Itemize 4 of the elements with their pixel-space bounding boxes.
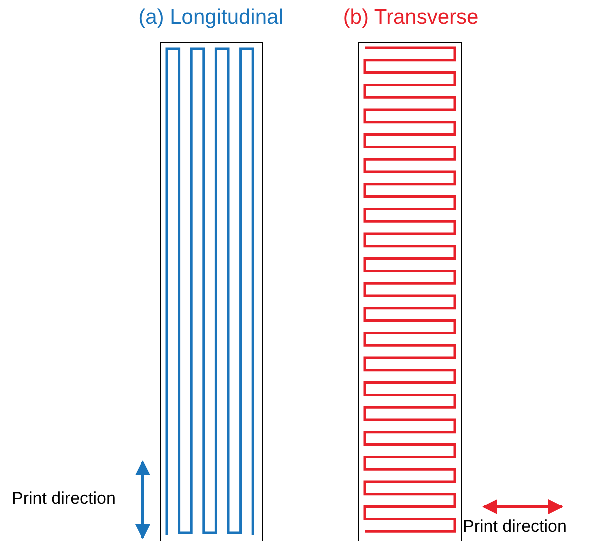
panel-heading: (b) Transverse (342, 6, 480, 30)
direction-label: Print direction (463, 517, 567, 537)
panel-heading: (a) Longitudinal (138, 6, 284, 30)
direction-label: Print direction (12, 489, 116, 509)
